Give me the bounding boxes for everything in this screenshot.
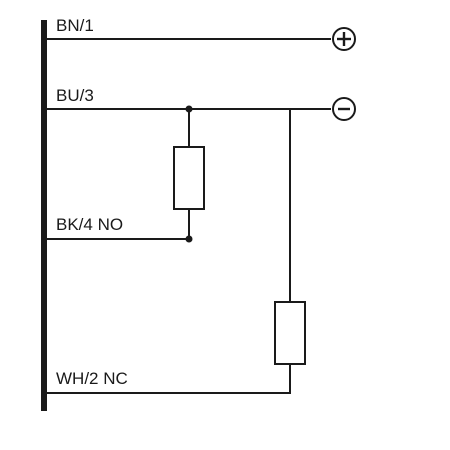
load-2-resistor: [274, 301, 306, 365]
load-1-resistor: [173, 146, 205, 210]
junction-dot-bk: [185, 235, 193, 243]
negative-terminal-icon: [332, 97, 356, 121]
sensor-bus-bar: [41, 20, 47, 411]
terminal-label-bn: BN/1: [56, 16, 94, 35]
terminal-label-wh: WH/2 NC: [56, 369, 128, 388]
terminal-label-bk: BK/4 NO: [56, 215, 123, 234]
positive-terminal-icon: [332, 27, 356, 51]
terminal-label-bu: BU/3: [56, 86, 94, 105]
